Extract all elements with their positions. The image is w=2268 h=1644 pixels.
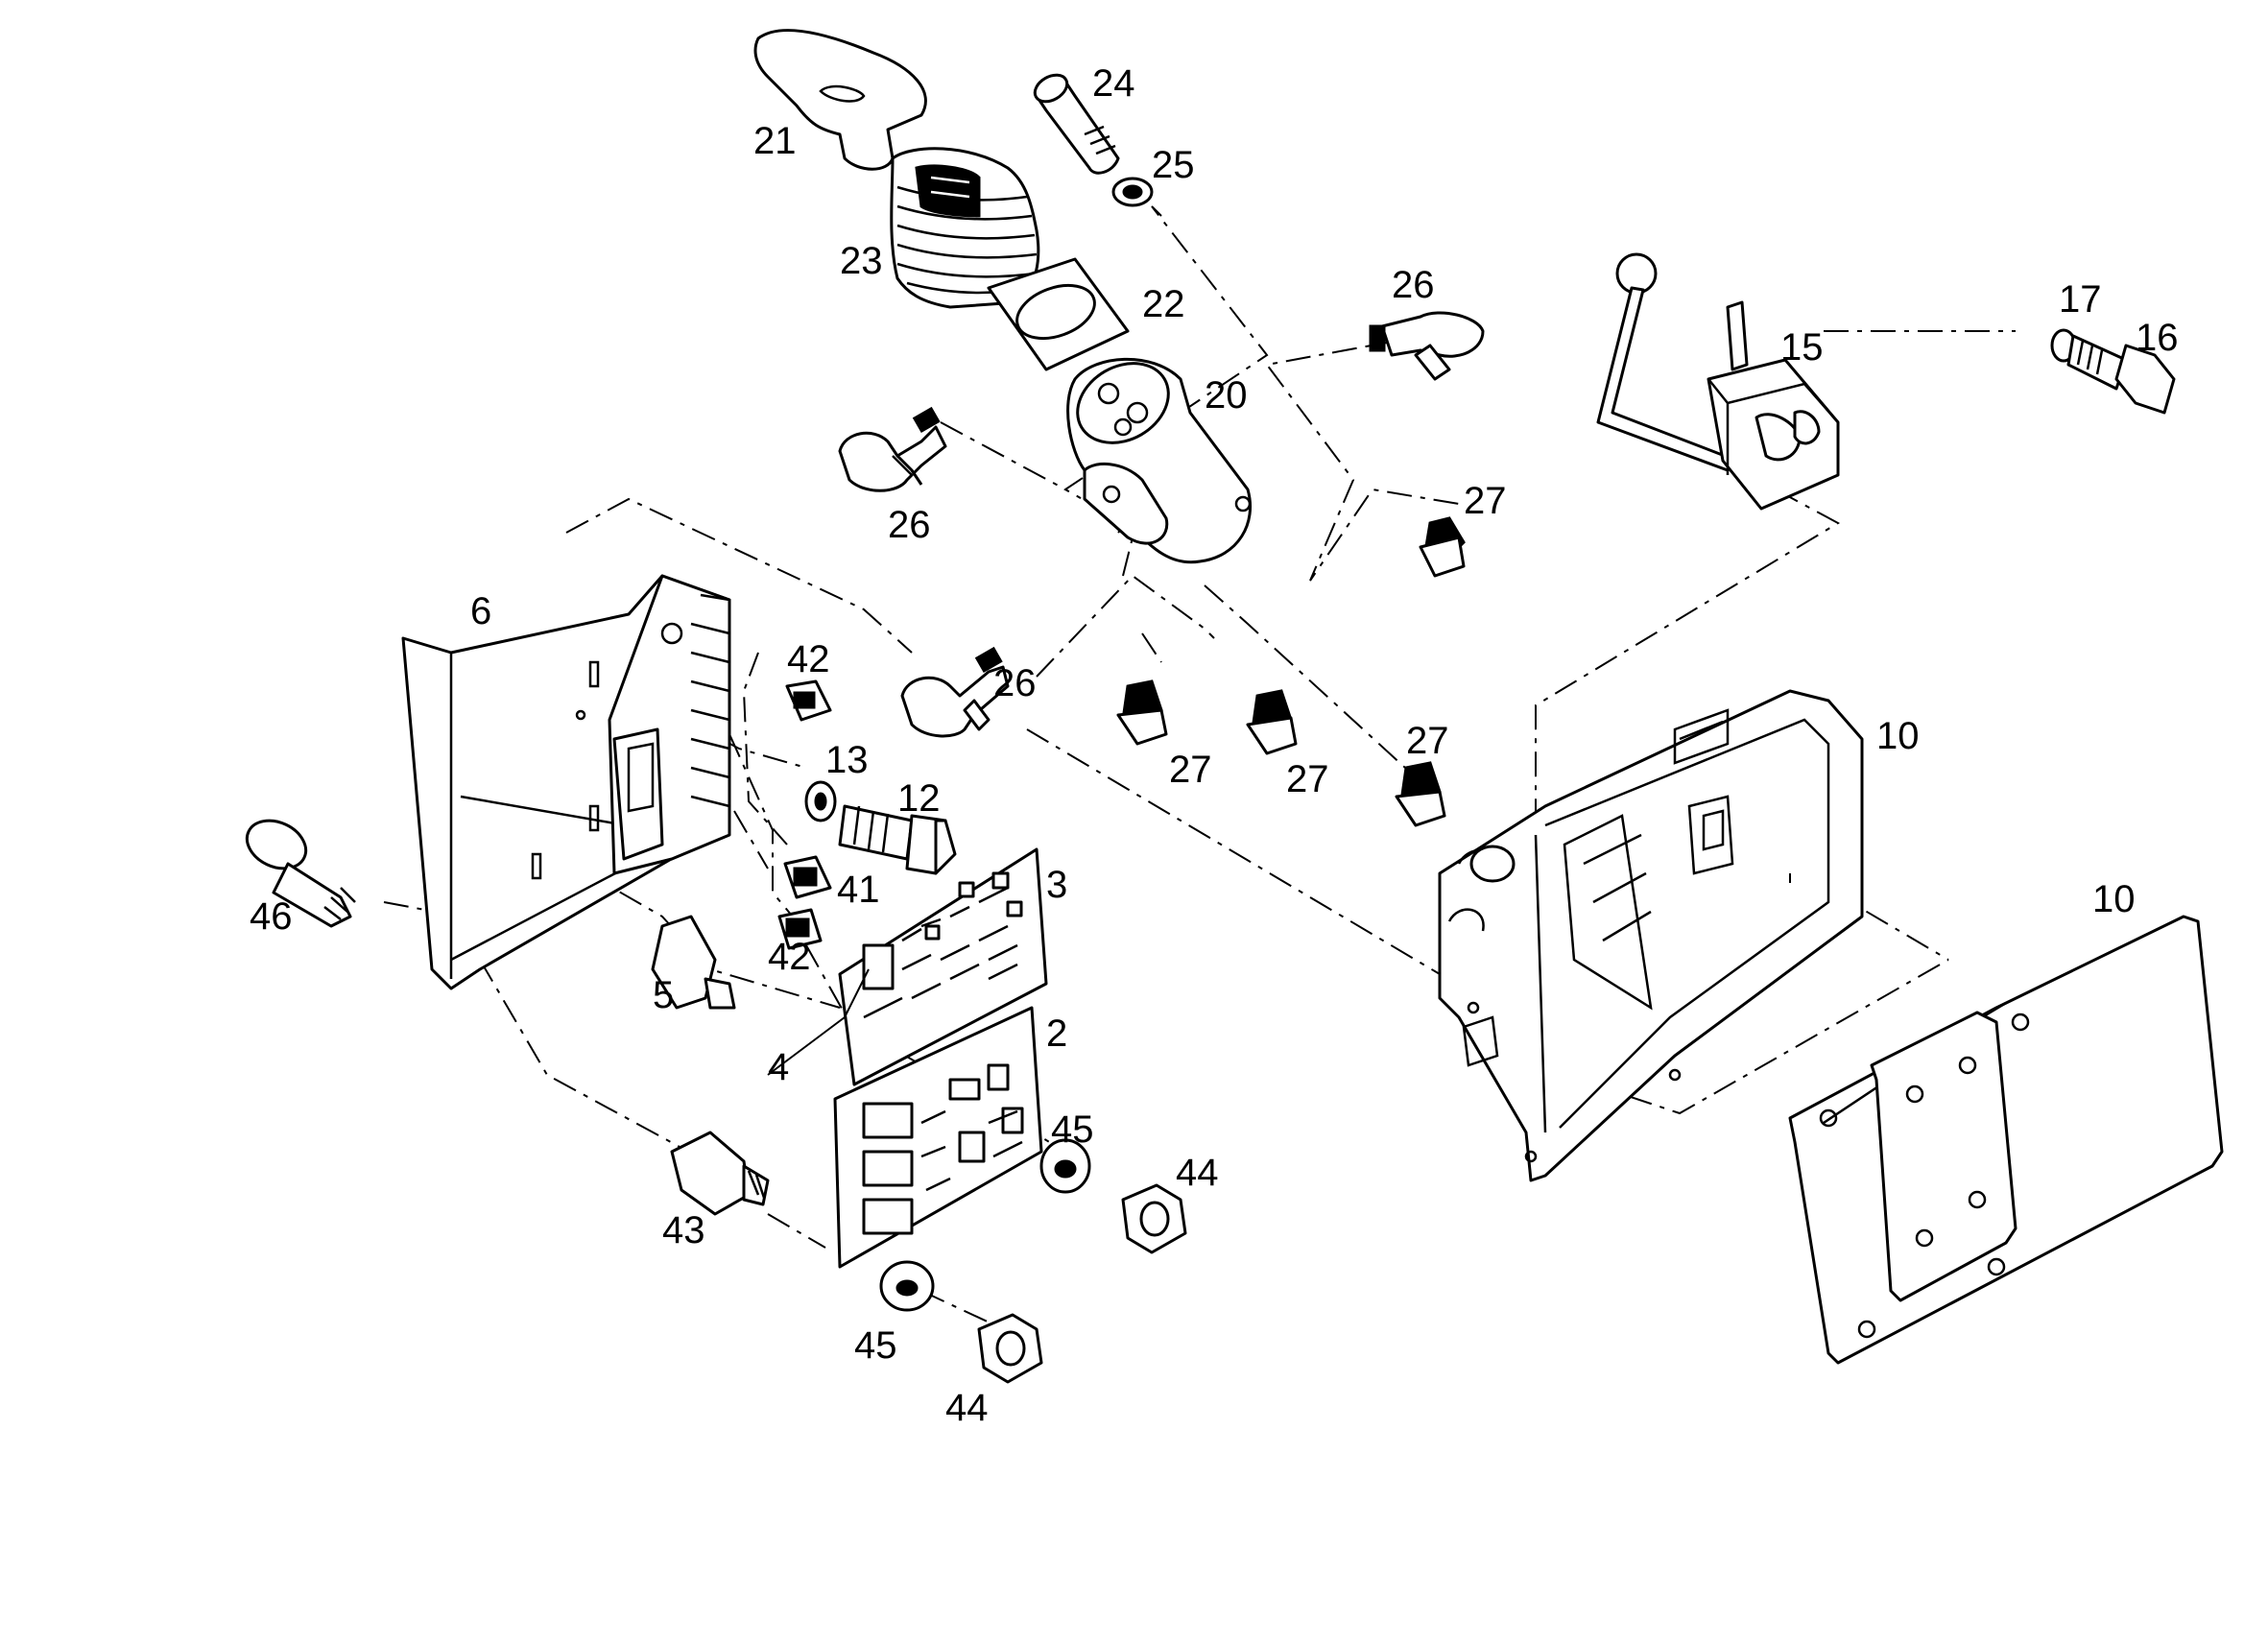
washer-25 [1111, 177, 1154, 207]
housing-frame-10 [1438, 689, 1864, 1182]
control-valve-body [1066, 357, 1253, 564]
washer-13 [804, 780, 837, 822]
callout-10-cover: 10 [2092, 878, 2136, 920]
standoff-43 [670, 1131, 770, 1216]
fitting-27-middle [1246, 689, 1298, 755]
bolt-46 [245, 819, 356, 928]
washer-45-top [1039, 1138, 1091, 1194]
callout-43: 43 [662, 1209, 705, 1251]
callout-13: 13 [825, 739, 869, 781]
circuit-board-2 [833, 1006, 1043, 1269]
screw-24 [1033, 73, 1120, 175]
plate-22 [987, 257, 1130, 371]
callout-45-top: 45 [1051, 1108, 1094, 1151]
callout-6: 6 [470, 590, 491, 632]
callout-10-frame: 10 [1876, 715, 1920, 757]
callout-27-middle: 27 [1286, 758, 1329, 800]
nut-44-bottom [977, 1313, 1043, 1384]
nut-42-bottom [777, 908, 823, 950]
elbow-fitting-26-left [838, 406, 947, 492]
callout-5: 5 [653, 974, 674, 1016]
fitting-27-left [1116, 679, 1168, 746]
callout-23: 23 [840, 240, 883, 282]
callout-labels: 21 24 25 23 22 20 26 15 17 16 26 27 6 42… [250, 62, 2179, 1429]
callout-26-left: 26 [888, 504, 931, 546]
bolt-12 [838, 804, 957, 875]
joystick-handle [753, 29, 927, 171]
callout-4: 4 [768, 1046, 789, 1088]
callout-26-top: 26 [1392, 264, 1435, 306]
bolt-16 [2066, 334, 2176, 415]
circuit-board-3 [838, 847, 1048, 1086]
callout-25: 25 [1152, 144, 1195, 186]
callout-46: 46 [250, 895, 293, 938]
callout-16: 16 [2136, 317, 2179, 359]
solid-leaders [767, 873, 1791, 1076]
callout-12: 12 [897, 777, 941, 820]
nut-41 [783, 855, 832, 899]
callout-22: 22 [1142, 283, 1185, 325]
washer-45-bottom [879, 1260, 935, 1312]
fitting-27-right [1419, 516, 1466, 578]
callout-3: 3 [1046, 864, 1067, 906]
spacer-5 [651, 915, 736, 1010]
callout-27-lower: 27 [1406, 720, 1449, 762]
nut-44-top [1121, 1183, 1187, 1254]
callout-27-left: 27 [1169, 749, 1212, 791]
callout-45-bottom: 45 [854, 1324, 897, 1367]
elbow-fitting-26-top [1369, 311, 1485, 381]
nut-42-top [785, 679, 832, 722]
callout-20: 20 [1205, 374, 1248, 417]
elbow-fitting-26-bottom [900, 646, 1010, 738]
housing-bracket-6 [401, 574, 731, 990]
callout-42-bottom: 42 [768, 936, 811, 978]
callout-17: 17 [2059, 278, 2102, 321]
fitting-27-lower [1395, 761, 1446, 827]
callout-15: 15 [1780, 326, 1824, 369]
callout-44-bottom: 44 [945, 1387, 989, 1429]
callout-44-top: 44 [1176, 1152, 1219, 1194]
callout-21: 21 [753, 120, 797, 162]
callout-41: 41 [837, 869, 880, 911]
callout-42-top: 42 [787, 638, 830, 680]
callout-2: 2 [1046, 1013, 1067, 1055]
lever-valve-15 [1596, 252, 1840, 511]
cover-plate-10 [1788, 915, 2224, 1365]
callout-27-right: 27 [1464, 480, 1507, 522]
callout-24: 24 [1092, 62, 1135, 105]
callout-26-bottom: 26 [993, 662, 1037, 704]
